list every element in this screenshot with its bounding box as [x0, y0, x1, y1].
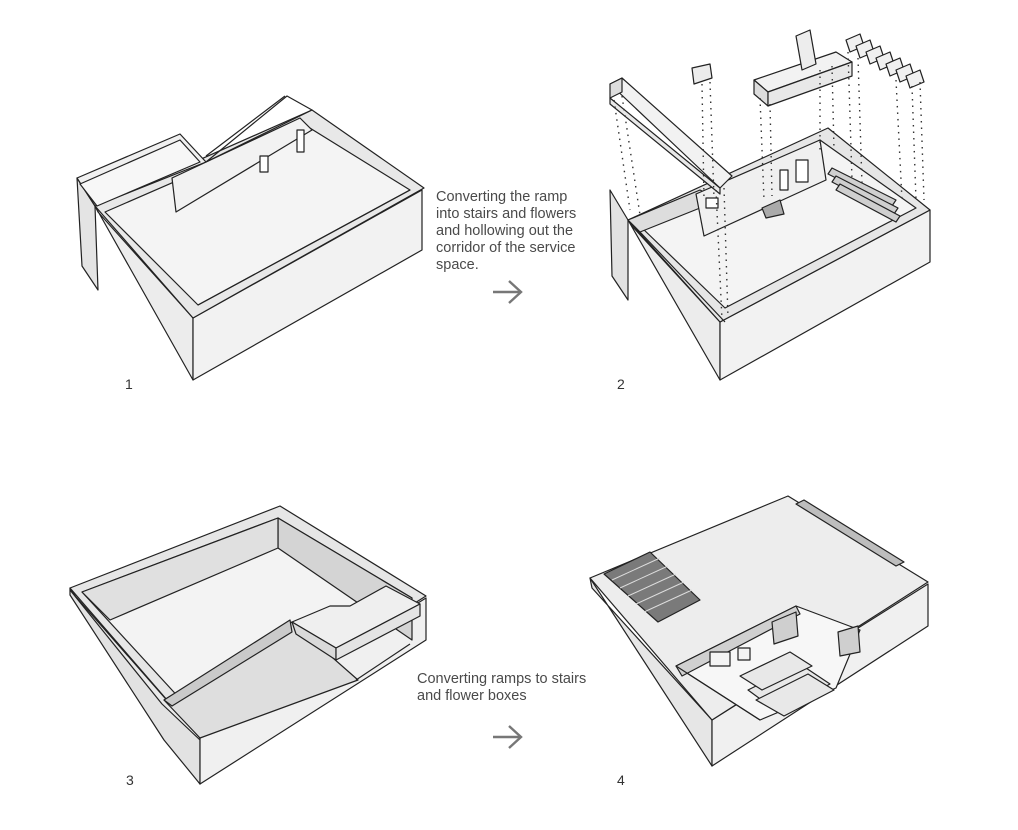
caption-step-1-to-2: Converting the ramp into stairs and flow…	[436, 189, 577, 273]
step-number-1: 1	[125, 376, 133, 392]
step-number-2: 2	[617, 376, 625, 392]
step-number-3: 3	[126, 772, 134, 788]
step-number-4: 4	[617, 772, 625, 788]
arrow-right-icon	[493, 280, 523, 304]
caption-step-3-to-4: Converting ramps to stairs and flower bo…	[417, 671, 587, 704]
arrow-right-icon	[493, 725, 523, 749]
